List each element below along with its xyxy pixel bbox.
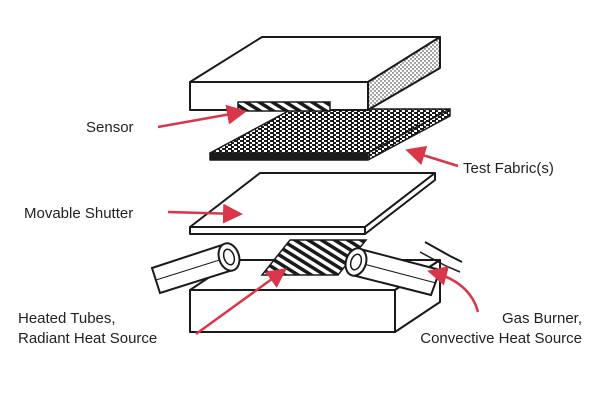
gas-burner-tube-right [344,241,463,297]
burner-element [260,239,368,276]
label-heated-tubes: Heated Tubes, Radiant Heat Source [18,309,157,349]
label-movable-shutter: Movable Shutter [24,205,134,222]
sensor-element [237,101,331,112]
label-gas-burner-line2: Convective Heat Source [420,330,582,347]
label-gas-burner: Gas Burner, Convective Heat Source [420,309,582,349]
movable-shutter-plate [189,172,436,235]
arrow-gas-burner [427,266,480,313]
arrow-sensor [157,104,247,129]
sensor-slab [189,36,441,111]
arrow-movable-shutter [167,203,243,224]
label-test-fabric: Test Fabric(s) [463,160,554,177]
label-sensor: Sensor [86,119,134,136]
label-heated-tubes-line1: Heated Tubes, [18,310,116,327]
label-heated-tubes-line2: Radiant Heat Source [18,330,158,347]
test-fabric-sheet [209,108,451,161]
label-gas-burner-line1: Gas Burner, [501,310,582,327]
arrow-test-fabric [405,145,459,168]
arrow-heated-tubes [195,268,288,336]
heated-tube-left [150,242,241,295]
pointer-arrows [157,104,480,336]
